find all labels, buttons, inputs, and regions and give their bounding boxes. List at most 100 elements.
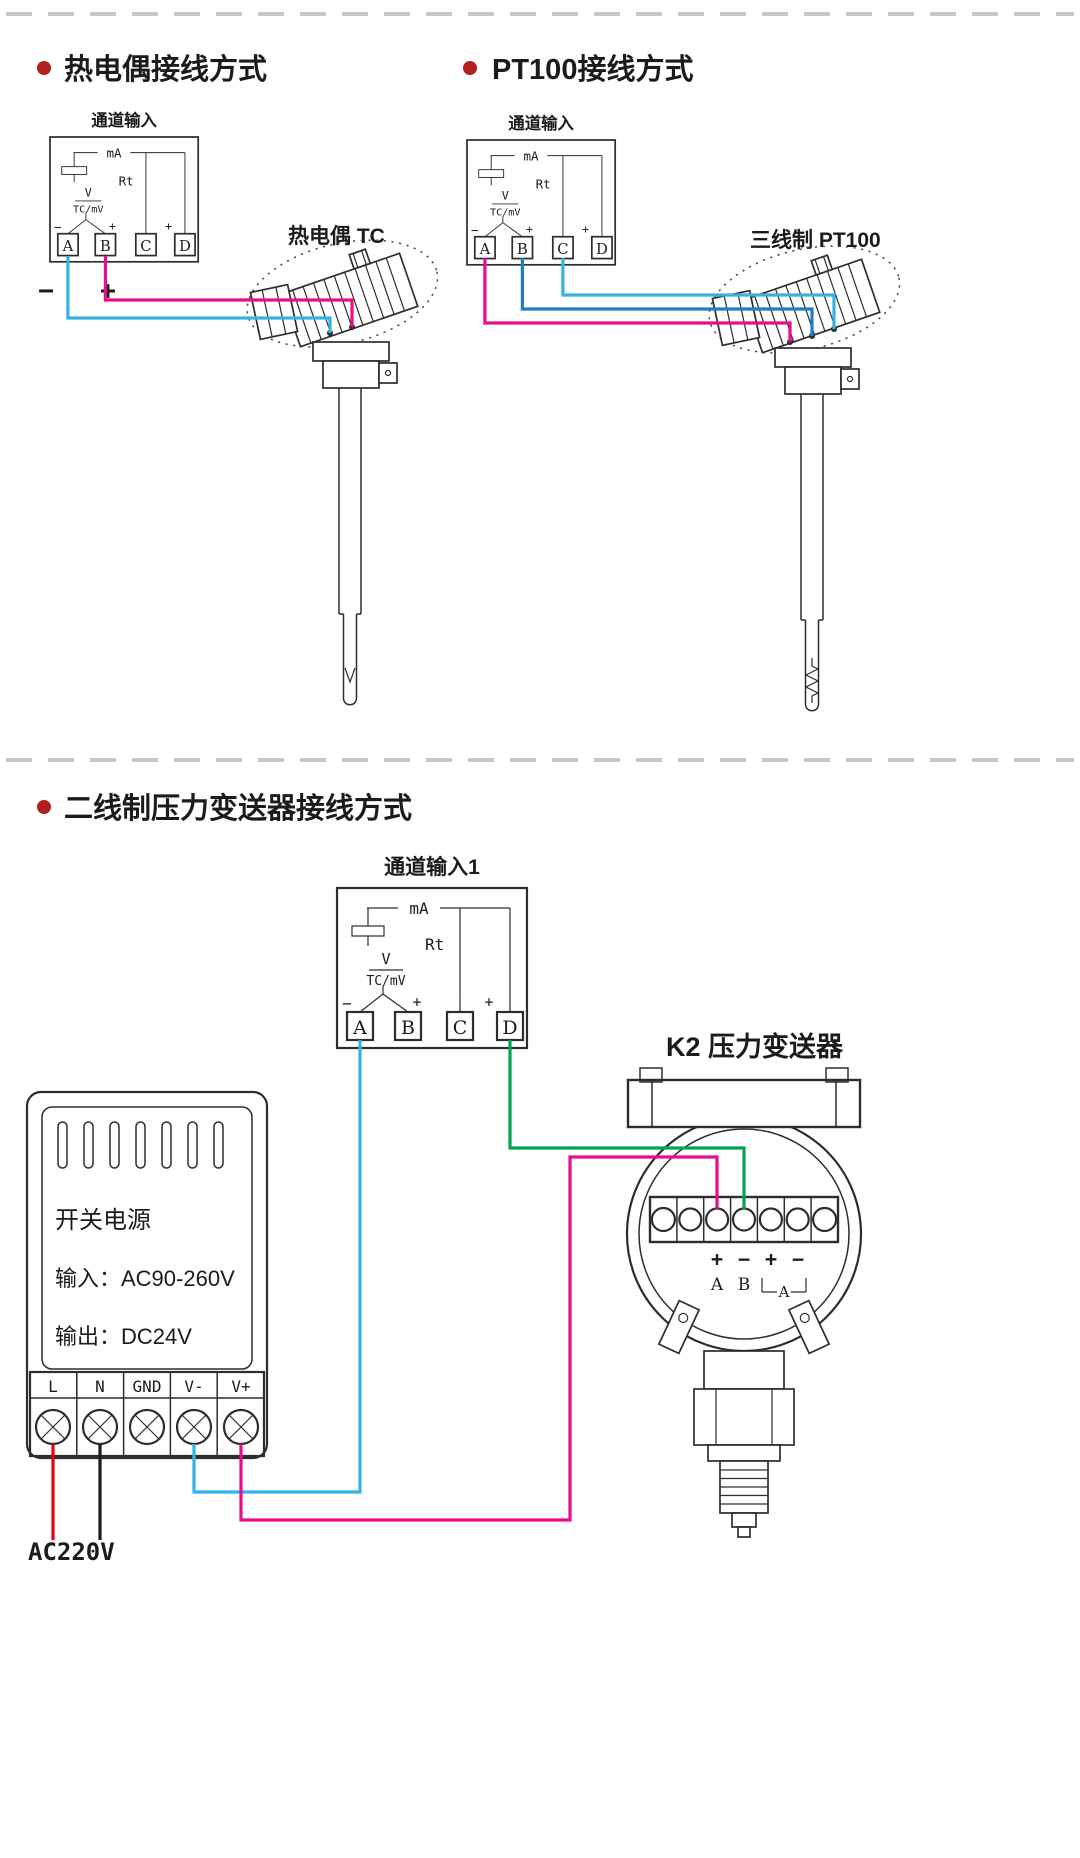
channel-input-title: 通道输入 (91, 111, 157, 130)
terminal-row: A B C D (473, 235, 613, 260)
terminal-row: A B C D (56, 232, 196, 257)
tc-wire-b-magenta (103, 256, 354, 327)
section-title-pt100: PT100接线方式 (492, 52, 693, 86)
terminal-d (590, 235, 613, 260)
pt100-wire-a-magenta (483, 258, 792, 342)
terminal-d (173, 232, 196, 257)
terminal-vplus-label: V+ (231, 1377, 250, 1396)
mount-lug-right (787, 1299, 831, 1355)
input-circuit-lines (359, 907, 511, 1013)
transmitter-label: K2 压力变送器 (666, 1031, 844, 1062)
transmitter-top-housing (626, 1078, 862, 1129)
terminal-vminus-label: V- (184, 1377, 203, 1396)
terminal-a (56, 232, 79, 257)
mount-screw (650, 1206, 677, 1233)
power-supply-input: 输入：AC90-260V (55, 1266, 235, 1291)
minus-mark: − (471, 222, 479, 237)
terminal-b-label: B (100, 238, 111, 255)
vent-slots (57, 1121, 224, 1169)
polarity-minus-1: − (738, 1247, 750, 1271)
terminal-gnd-label: GND (133, 1377, 162, 1396)
signal-wire-a-cyan (192, 1040, 362, 1494)
tcmv-label: TC/mV (73, 205, 103, 216)
channel-input-box (49, 136, 200, 263)
power-supply-case (25, 1090, 269, 1460)
shunt-resistor (351, 925, 385, 937)
plus-mark: + (165, 219, 172, 233)
mount-screw (811, 1206, 838, 1233)
plus-mark: + (526, 222, 533, 236)
thermocouple-label: 热电偶 TC (288, 224, 385, 248)
bullet-icon (463, 61, 477, 75)
channel-input-block-1: 通道输入1 mA Rt V TC/mV − + + A B C D (335, 855, 529, 1050)
pressure-transmitter: + − + − A B A (625, 1067, 863, 1538)
transmitter-hex (693, 1388, 795, 1446)
signal-wire-d-green (508, 1040, 746, 1209)
housing-bump-left (639, 1067, 663, 1083)
transmitter-tip-nub (737, 1526, 751, 1538)
terminal-screw (678, 1207, 703, 1232)
terminal-c (134, 232, 157, 257)
terminal-b (94, 232, 117, 257)
power-supply-title: 开关电源 (55, 1207, 151, 1234)
terminal-strip-dividers (676, 1197, 812, 1242)
terminal-d-label: D (502, 1017, 517, 1039)
rt-label: Rt (119, 173, 134, 188)
channel-input-block-tc: 通道输入 mA Rt V TC/mV − + + A B C D (49, 111, 200, 263)
rt-label: Rt (536, 176, 551, 191)
ammeter-label: A (778, 1283, 790, 1301)
terminal-c-label: C (140, 238, 151, 255)
terminal-l-label: L (48, 1377, 58, 1396)
terminal-strip-box (28, 1370, 266, 1458)
minus-mark: − (54, 219, 62, 234)
plus-mark: + (412, 993, 421, 1011)
tc-junction-icon (344, 667, 356, 684)
plus-mark: + (109, 219, 116, 233)
terminal-a-label: A (479, 241, 491, 258)
tcmv-label: TC/mV (490, 208, 520, 219)
channel-input-box (466, 139, 617, 266)
terminal-a-label: A (62, 238, 74, 255)
bullet-icon (37, 800, 51, 814)
terminal-c-label: C (557, 241, 568, 258)
transmitter-body-inner (638, 1128, 850, 1340)
minus-mark: − (342, 994, 352, 1013)
terminal-row: A B C D (345, 1010, 525, 1042)
terminal-d-label: D (596, 241, 608, 258)
polarity-minus-2: − (792, 1247, 804, 1271)
transmitter-neck (703, 1350, 785, 1390)
terminal-b-label: B (401, 1017, 415, 1039)
v-label: V (502, 188, 509, 202)
terminal-screw (758, 1207, 784, 1232)
shunt-resistor (61, 166, 88, 175)
v-label: V (85, 185, 92, 199)
power-supply: 开关电源 输入：AC90-260V 输出：DC24V L N GND V- V+ (25, 1090, 269, 1460)
section-title-pressure: 二线制压力变送器接线方式 (64, 791, 412, 825)
plus-mark: + (484, 993, 493, 1011)
input-circuit-lines (484, 155, 603, 238)
power-supply-panel (41, 1106, 253, 1370)
channel-input-block-pt100: 通道输入 mA Rt V TC/mV − + + A B C D (466, 114, 617, 266)
channel-input-title: 通道输入 (508, 114, 574, 133)
bullet-icon (37, 61, 51, 75)
terminal-n-label: N (95, 1377, 105, 1396)
terminal-b (393, 1010, 423, 1042)
pt100-wire-c-cyan (561, 258, 836, 329)
terminal-strip-grid (30, 1372, 264, 1456)
ammeter-bracket (761, 1278, 807, 1293)
power-supply-output: 输出：DC24V (55, 1324, 192, 1349)
supply-wire-vplus-magenta (239, 1155, 719, 1522)
ma-label: mA (409, 899, 429, 918)
channel-input-box (335, 886, 529, 1050)
ma-label: mA (523, 148, 539, 163)
rt-label: Rt (425, 935, 444, 954)
terminal-a-label: A (352, 1017, 367, 1039)
polarity-plus-2: + (765, 1247, 777, 1271)
transmitter-tip (731, 1512, 757, 1528)
polarity-plus-1: + (711, 1247, 723, 1271)
plus-mark: + (582, 222, 589, 236)
transmitter-flange (707, 1444, 781, 1462)
pt100-sensor (697, 228, 911, 712)
